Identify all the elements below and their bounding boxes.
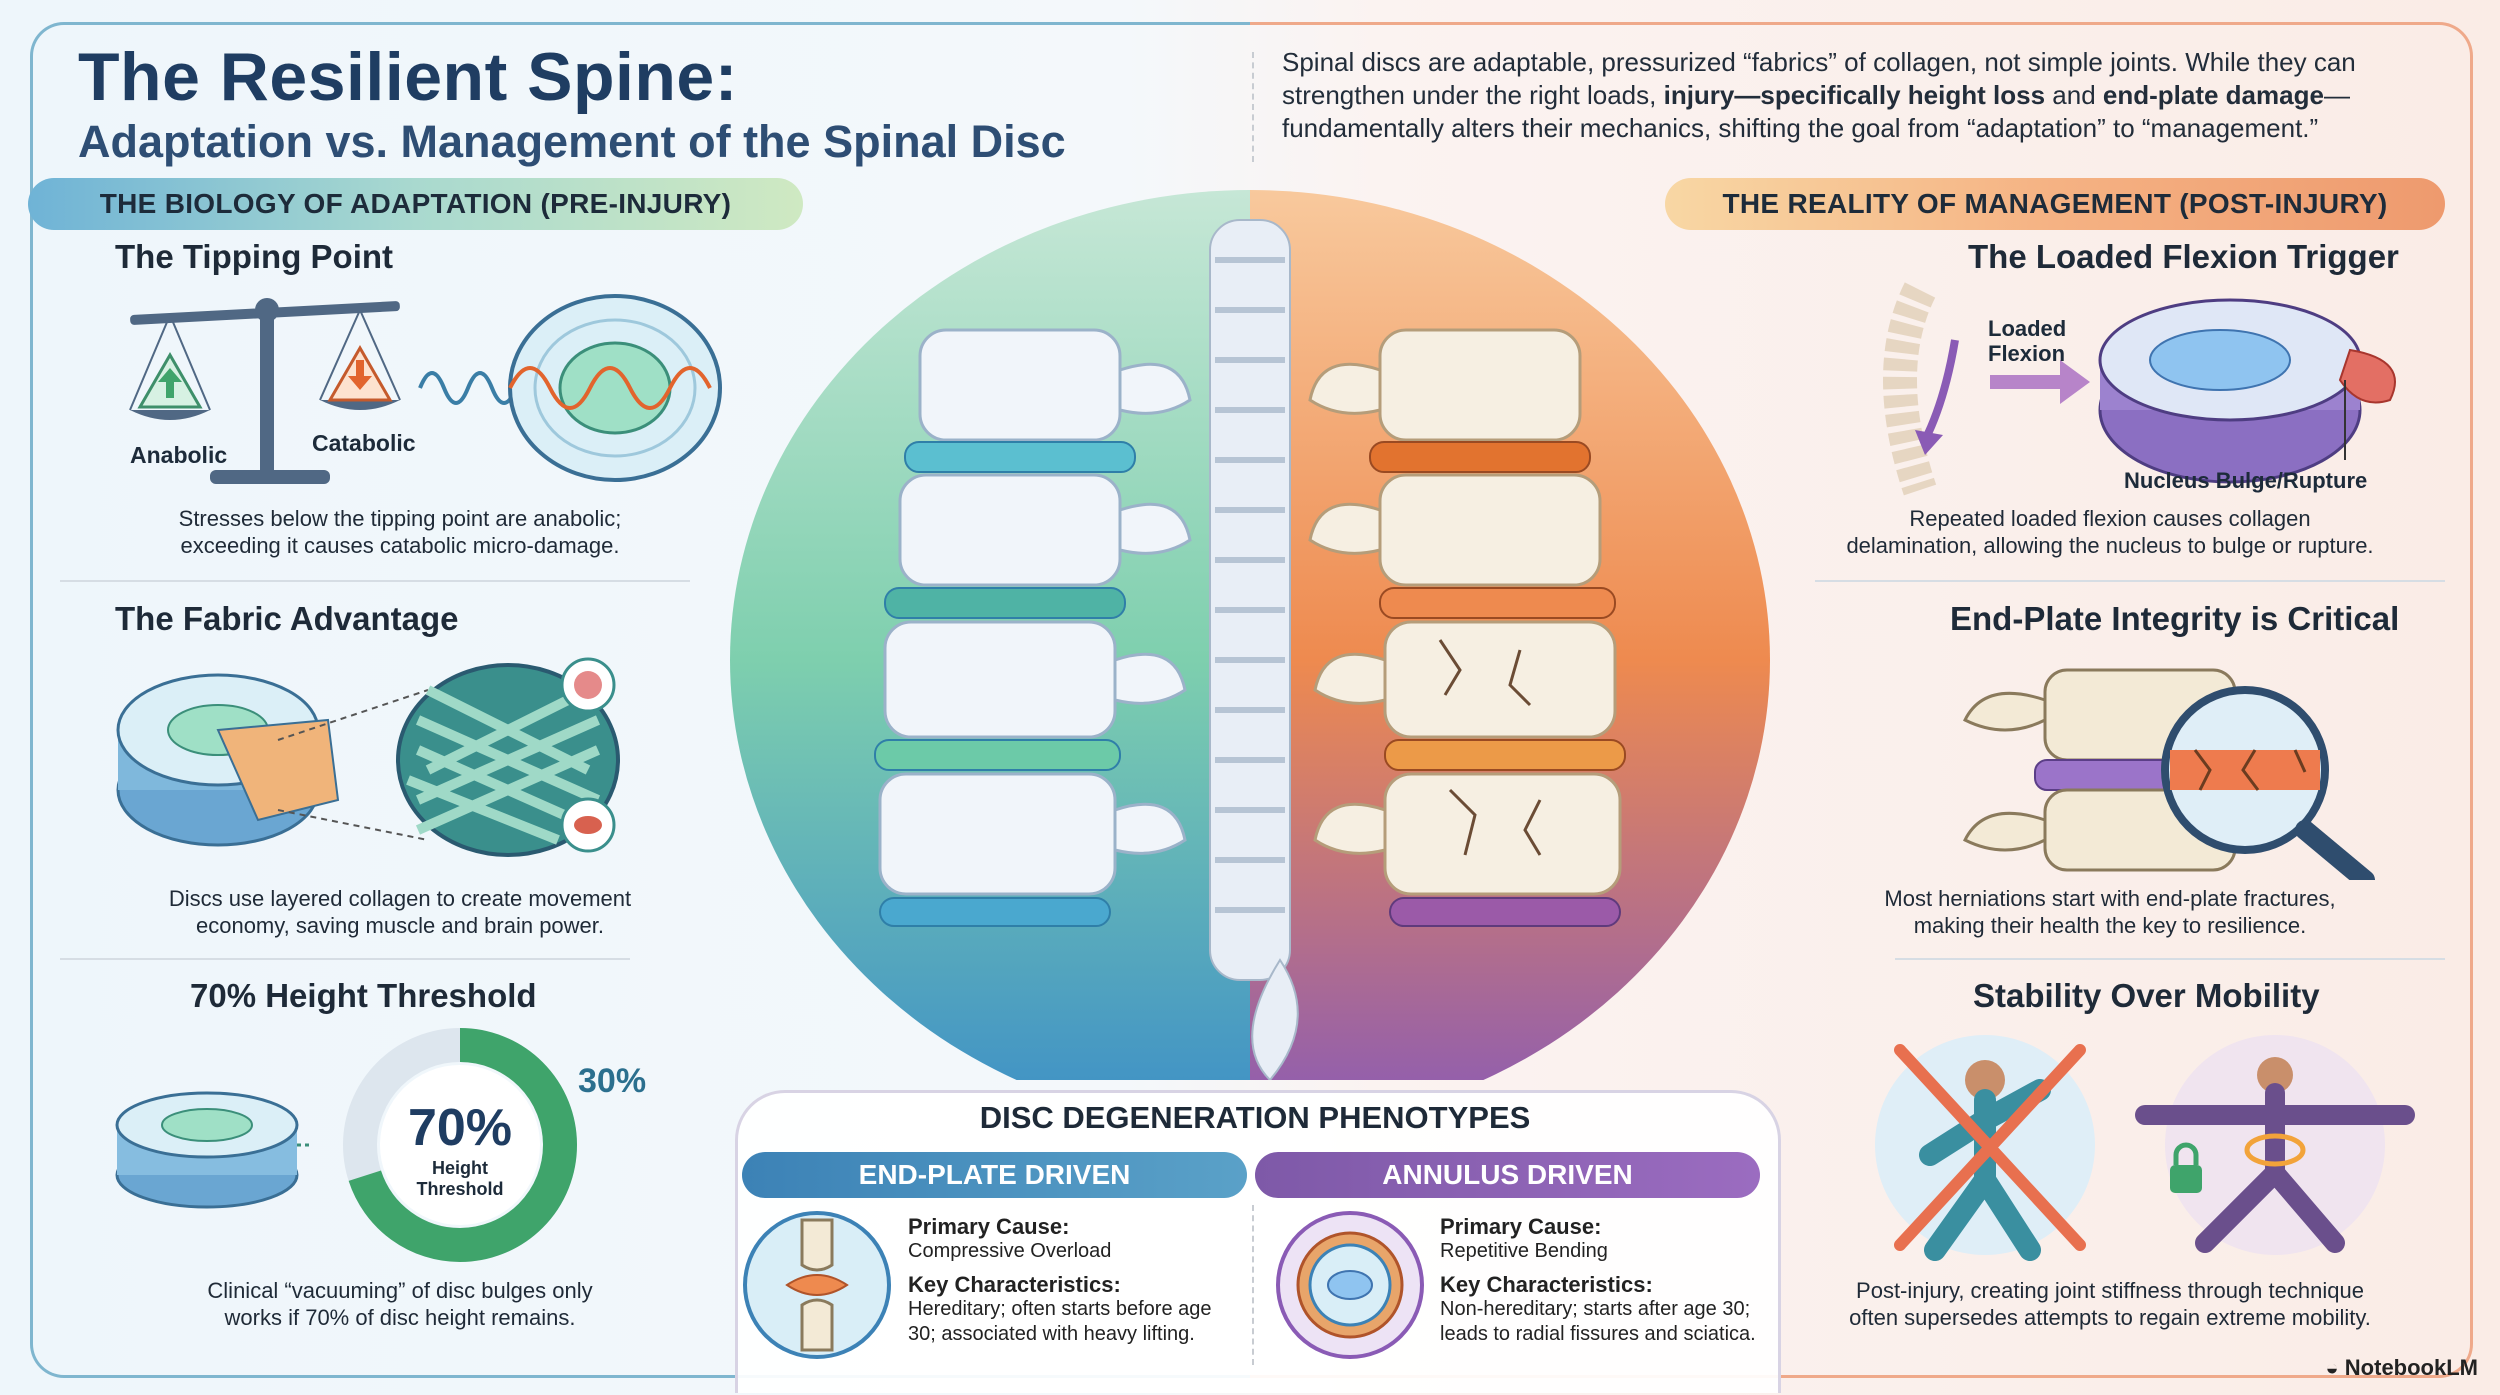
- annulus-driven-label: ANNULUS DRIVEN: [1255, 1152, 1760, 1198]
- stability-caption-2: often supersedes attempts to regain extr…: [1849, 1305, 2371, 1330]
- left-divider-1: [60, 580, 690, 582]
- end-plate-title: End-Plate Integrity is Critical: [1950, 600, 2400, 637]
- catabolic-label: Catabolic: [312, 430, 416, 456]
- end-plate-caption-1: Most herniations start with end-plate fr…: [1884, 886, 2336, 911]
- flexion-caption: Repeated loaded flexion causes collagen …: [1770, 505, 2450, 559]
- end-plate-caption-2: making their health the key to resilienc…: [1913, 913, 2307, 938]
- tipping-caption: Stresses below the tipping point are ana…: [60, 505, 740, 559]
- fabric-caption-1: Discs use layered collagen to create mov…: [168, 886, 632, 911]
- joint-icon: [743, 1211, 891, 1359]
- stability-caption: Post-injury, creating joint stiffness th…: [1770, 1277, 2450, 1331]
- right-divider-1: [1815, 580, 2445, 582]
- right-divider-2: [1895, 958, 2445, 960]
- annulus-char-1: Non-hereditary; starts after age 30;: [1440, 1298, 1751, 1320]
- fabric-caption-2: economy, saving muscle and brain power.: [195, 913, 605, 938]
- height-threshold-ring: [343, 1028, 577, 1262]
- phenotypes-title: DISC DEGENERATION PHENOTYPES: [979, 1100, 1531, 1135]
- height-caption-1: Clinical “vacuuming” of disc bulges only: [207, 1278, 593, 1303]
- end-plate-caption: Most herniations start with end-plate fr…: [1770, 885, 2450, 939]
- height-percent: 70%: [407, 1099, 513, 1157]
- stability-title: Stability Over Mobility: [1973, 977, 2320, 1014]
- intro-text: Spinal discs are adaptable, pressurized …: [1282, 46, 2452, 145]
- intro-part-3: —fundamentally alters their mechanics, s…: [1282, 80, 2350, 143]
- tipping-point-title: The Tipping Point: [115, 238, 394, 275]
- height-label-2: Threshold: [416, 1179, 504, 1199]
- fabric-caption: Discs use layered collagen to create mov…: [60, 885, 740, 939]
- phenotype-divider: [1252, 1205, 1254, 1365]
- loaded-flexion-label: Loaded Flexion: [1988, 316, 2066, 366]
- brand-name: NotebookLM: [2344, 1355, 2478, 1380]
- header-divider: [1252, 52, 1256, 162]
- flexion-caption-2: delamination, allowing the nucleus to bu…: [1846, 533, 2374, 558]
- phenotypes-panel: [735, 1090, 1781, 1393]
- height-remaining-percent: 30%: [578, 1062, 647, 1100]
- intro-bold-2: end-plate damage: [2102, 80, 2324, 110]
- left-frame: [30, 22, 1253, 1378]
- title-line-1: The Resilient Spine:: [78, 39, 738, 115]
- intro-bold-1: injury—specifically height loss: [1663, 80, 2046, 110]
- end-plate-driven-label: END-PLATE DRIVEN: [742, 1152, 1247, 1198]
- layered-collagen-icon: [116, 657, 620, 857]
- brand-logo: ◒ NotebookLM: [2325, 1355, 2478, 1381]
- lock-icon: [2170, 1165, 2202, 1193]
- disc-height-icon: [115, 1091, 312, 1209]
- end-plate-driven-details: Primary Cause: Compressive Overload Key …: [908, 1214, 1248, 1347]
- end-plate-fracture-icon: [1962, 668, 2375, 880]
- spine-illustration: [730, 190, 1770, 1080]
- nucleus-bulge-label: Nucleus Bulge/Rupture: [2124, 468, 2368, 493]
- right-frame: [1250, 22, 2473, 1378]
- annulus-driven-details: Primary Cause: Repetitive Bending Key Ch…: [1440, 1214, 1770, 1347]
- annulus-char-label: Key Characteristics:: [1440, 1272, 1653, 1297]
- intro-part-2: and: [2045, 80, 2103, 110]
- anabolic-label: Anabolic: [130, 442, 228, 468]
- flexion-label-2: Flexion: [1988, 341, 2066, 366]
- damaged-vertebrae: [1308, 328, 1626, 927]
- height-caption: Clinical “vacuuming” of disc bulges only…: [60, 1277, 740, 1331]
- flexion-label-1: Loaded: [1988, 316, 2067, 341]
- annulus-char-2: leads to radial fissures and sciatica.: [1440, 1323, 1756, 1345]
- annulus-cause-label: Primary Cause:: [1440, 1214, 1602, 1239]
- end-plate-char-1: Hereditary; often starts before age: [908, 1298, 1212, 1320]
- notebook-icon: ◒: [2325, 1355, 2345, 1380]
- balance-scale-icon: [129, 298, 401, 484]
- healthy-vertebrae: [874, 328, 1192, 927]
- page-title: The Resilient Spine: Adaptation vs. Mana…: [78, 40, 1066, 170]
- height-caption-2: works if 70% of disc height remains.: [224, 1305, 576, 1330]
- stability-caption-1: Post-injury, creating joint stiffness th…: [1856, 1278, 2364, 1303]
- annulus-cause: Repetitive Bending: [1440, 1240, 1608, 1262]
- flexion-caption-1: Repeated loaded flexion causes collagen: [1909, 506, 2311, 531]
- height-label-1: Height: [432, 1158, 488, 1178]
- end-plate-cause: Compressive Overload: [908, 1240, 1112, 1262]
- tipping-caption-1: Stresses below the tipping point are ana…: [178, 506, 622, 531]
- loaded-flexion-icon: [1883, 282, 2396, 496]
- end-plate-cause-label: Primary Cause:: [908, 1214, 1070, 1239]
- height-threshold-arc: [343, 1028, 577, 1262]
- fabric-advantage-title: The Fabric Advantage: [115, 600, 459, 637]
- stability-illustration: [1875, 1035, 2415, 1261]
- height-threshold-title: 70% Height Threshold: [190, 977, 537, 1014]
- end-plate-char-label: Key Characteristics:: [908, 1272, 1121, 1297]
- banner-management: THE REALITY OF MANAGEMENT (POST-INJURY): [1665, 178, 2445, 230]
- annulus-disc-icon: [1276, 1211, 1424, 1359]
- tipping-caption-2: exceeding it causes catabolic micro-dama…: [180, 533, 620, 558]
- disc-stress-wave-icon: [418, 294, 722, 482]
- title-line-2: Adaptation vs. Management of the Spinal …: [78, 116, 1066, 167]
- cross-out-icon: [1894, 1044, 2086, 1251]
- spinal-column: [1209, 219, 1299, 1080]
- left-divider-2: [60, 958, 630, 960]
- banner-adaptation: THE BIOLOGY OF ADAPTATION (PRE-INJURY): [28, 178, 803, 230]
- intro-part-1: Spinal discs are adaptable, pressurized …: [1282, 47, 2356, 110]
- loaded-flexion-title: The Loaded Flexion Trigger: [1968, 238, 2399, 275]
- end-plate-char-2: 30; associated with heavy lifting.: [908, 1323, 1195, 1345]
- height-threshold-label: Height Threshold: [340, 1158, 580, 1200]
